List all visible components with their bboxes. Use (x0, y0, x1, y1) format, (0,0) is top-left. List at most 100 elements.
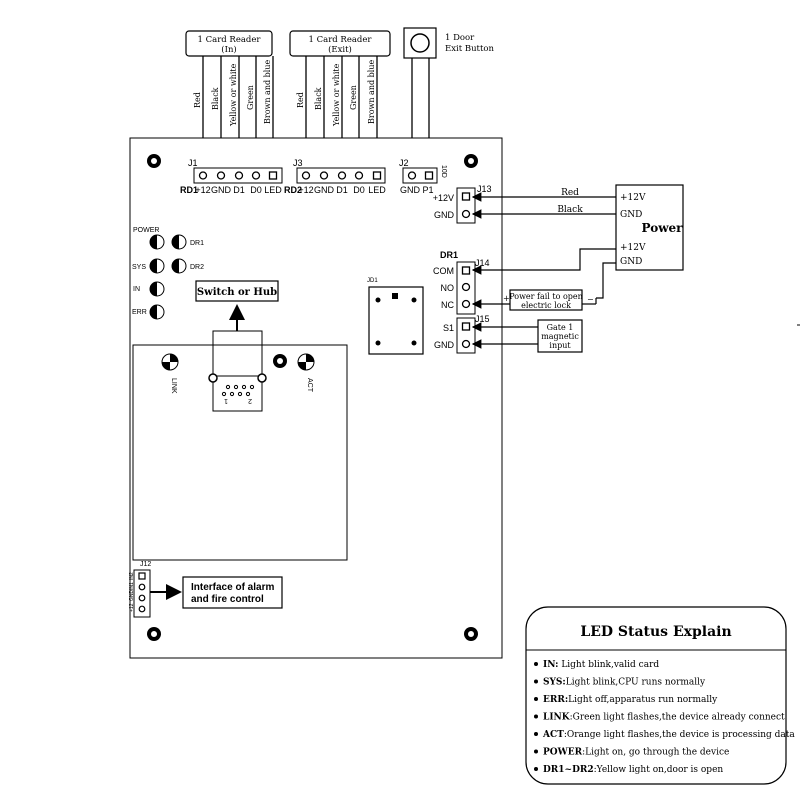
card-reader-in-line1: 1 Card Reader (198, 35, 262, 45)
j3-label: J3 (293, 158, 303, 168)
exit-button-line1: 1 Door (445, 33, 475, 43)
bullet-icon (534, 714, 538, 719)
link-label: LINK (170, 378, 177, 394)
relay-jd1: JD1 (367, 278, 424, 355)
j15-pin-gnd: GND (434, 340, 455, 350)
gate-magnetic-input-box: Gate 1 magnetic input (537, 319, 583, 353)
j13-pin-12v: +12V (433, 193, 454, 203)
bullet-icon (534, 732, 538, 736)
wire-j1-yellow: Yellow or white (229, 63, 238, 127)
j1-label: J1 (188, 158, 198, 168)
j3-pin-gnd: GND (314, 185, 335, 195)
act-led: ACT (297, 353, 315, 393)
j13-label: J13 (477, 184, 492, 194)
wire-j3-black: Black (314, 87, 323, 110)
dr1-group-label: DR1 (440, 250, 458, 260)
power-12v-2: +12V (620, 243, 646, 253)
electric-lock-box: Power fail to open electric lock + − (503, 289, 594, 311)
j14-pin-nc: NC (441, 300, 454, 310)
alarm-line1: Interface of alarm (191, 582, 274, 593)
wire-j3-yellow: Yellow or white (332, 63, 341, 127)
connector-j15: J15 S1 GND (434, 314, 490, 354)
led-status-title: LED Status Explain (580, 624, 731, 640)
led-status-panel: LED Status Explain IN: Light blink,valid… (525, 606, 795, 785)
led-status-item: DR1~DR2:Yellow light on,door is open (543, 765, 723, 775)
led-status-item: ERR:Light off,apparatus run normally (543, 695, 718, 705)
j3-rd-label: RD2 (284, 185, 302, 195)
power-title: Power (642, 221, 684, 235)
bullet-icon (534, 662, 538, 666)
card-reader-in-line2: (In) (221, 44, 236, 55)
connector-j2: J2 GND P1 10D (399, 158, 447, 195)
power-supply-box: +12V GND Power +12V GND (615, 184, 684, 271)
power-12v-1: +12V (620, 193, 646, 203)
j1-rd-label: RD1 (180, 185, 198, 195)
j14-label: J14 (475, 258, 490, 268)
j1-pin-d1: D1 (233, 185, 245, 195)
button-icon (410, 33, 430, 53)
alarm-interface-box: Interface of alarm and fire control (182, 576, 283, 609)
led-power-label: POWER (133, 227, 159, 234)
j12-label: J12 (140, 561, 151, 568)
connector-j13: J13 +12V GND (433, 184, 492, 224)
connector-j1: J1 RD1 +12 GND D1 D0 LED (180, 158, 283, 195)
j12-pin-12: +12 (129, 603, 135, 612)
card-reader-exit-line1: 1 Card Reader (309, 35, 373, 45)
led-status-item: POWER:Light on, go through the device (543, 748, 729, 758)
j15-label: J15 (475, 314, 490, 324)
wire-j3-green: Green (349, 85, 358, 110)
gate-line1: Gate 1 (547, 323, 574, 332)
led-err-label: ERR (132, 309, 147, 316)
j14-pin-com: COM (433, 266, 454, 276)
j3-pin-d0: D0 (353, 185, 365, 195)
wire-j3-brown: Brown and blue (367, 60, 376, 124)
connector-j12: J12 +12 GND IN1 IN2 (129, 561, 151, 618)
gate-line3: input (549, 341, 571, 350)
switch-hub-box: Switch or Hub (195, 280, 279, 302)
card-reader-exit-line2: (Exit) (328, 44, 352, 55)
bullet-icon (534, 697, 538, 701)
led-indicators: POWER DR1 SYS DR2 IN ERR (132, 227, 204, 320)
j2-pin-p1: P1 (422, 185, 433, 195)
switch-hub-label: Switch or Hub (197, 287, 277, 298)
led-status-item: IN: Light blink,valid card (543, 660, 659, 670)
led-in-label: IN (133, 286, 140, 293)
bullet-icon (534, 749, 538, 754)
j15-pin-s1: S1 (443, 323, 454, 333)
j1-pin-12: +12 (195, 185, 210, 195)
power-gnd-1: GND (620, 210, 642, 220)
connector-j14: DR1 J14 COM NO NC (433, 250, 490, 315)
led-dr1-label: DR1 (190, 240, 204, 247)
j2-side-label: 10D (440, 165, 447, 178)
wire-j1-black: Black (211, 87, 220, 110)
card-reader-exit-box: 1 Card Reader (Exit) (289, 30, 391, 57)
j2-label: J2 (399, 158, 409, 168)
gate-line2: magnetic (541, 332, 579, 341)
rj45-pin1: 1 (224, 397, 228, 404)
lock-plus: + (503, 294, 510, 303)
j3-pin-d1: D1 (336, 185, 348, 195)
j3-pin-12: +12 (298, 185, 313, 195)
j1-pin-d0: D0 (250, 185, 262, 195)
wire-j1-green: Green (246, 85, 255, 110)
j2-pin-gnd: GND (400, 185, 421, 195)
lock-line2: electric lock (521, 301, 571, 310)
j12-pin-in1: IN1 (129, 582, 135, 590)
j1-pin-gnd: GND (211, 185, 232, 195)
bullet-icon (534, 767, 538, 771)
wire-j3-red: Red (296, 92, 305, 108)
led-dr2-label: DR2 (190, 264, 204, 271)
connector-j3: J3 RD2 +12 GND D1 D0 LED (284, 158, 386, 195)
act-label: ACT (306, 378, 313, 393)
bullet-icon (534, 679, 538, 684)
wire-j1-red: Red (193, 92, 202, 108)
wire-j1-brown: Brown and blue (263, 60, 272, 124)
lock-line1: Power fail to open (509, 292, 583, 301)
j13-pin-gnd: GND (434, 210, 455, 220)
j12-pin-in2: IN2 (129, 572, 135, 580)
j1-pin-led: LED (264, 185, 282, 195)
card-reader-in-box: 1 Card Reader (In) (185, 30, 273, 57)
jd1-label: JD1 (367, 278, 378, 284)
led-status-item: LINK:Green light flashes,the device alre… (543, 713, 785, 723)
